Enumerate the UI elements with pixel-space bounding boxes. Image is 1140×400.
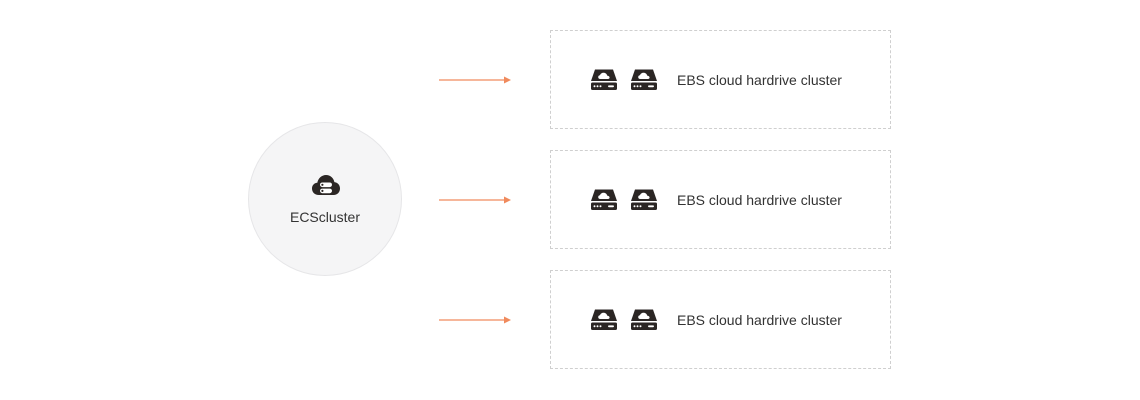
cloud-drive-icon xyxy=(631,189,657,210)
cloud-drive-icon xyxy=(591,69,617,90)
cloud-drive-icon xyxy=(591,309,617,330)
ebs-cluster-box-2: EBS cloud hardrive cluster xyxy=(550,150,891,249)
cloud-drive-icon xyxy=(631,69,657,90)
ebs-cluster-label: EBS cloud hardrive cluster xyxy=(677,312,842,328)
cloud-drive-icon xyxy=(591,189,617,210)
ebs-cluster-box-3: EBS cloud hardrive cluster xyxy=(550,270,891,369)
ebs-cluster-label: EBS cloud hardrive cluster xyxy=(677,192,842,208)
arrow-to-ebs-2 xyxy=(439,196,511,204)
cloud-server-icon xyxy=(312,175,340,195)
arrow-to-ebs-1 xyxy=(439,76,511,84)
ebs-cluster-box-1: EBS cloud hardrive cluster xyxy=(550,30,891,129)
cloud-drive-icon xyxy=(631,309,657,330)
ecs-cluster-node: ECScluster xyxy=(248,122,402,276)
ecs-cluster-label: ECScluster xyxy=(289,209,361,225)
arrow-to-ebs-3 xyxy=(439,316,511,324)
ebs-cluster-label: EBS cloud hardrive cluster xyxy=(677,72,842,88)
